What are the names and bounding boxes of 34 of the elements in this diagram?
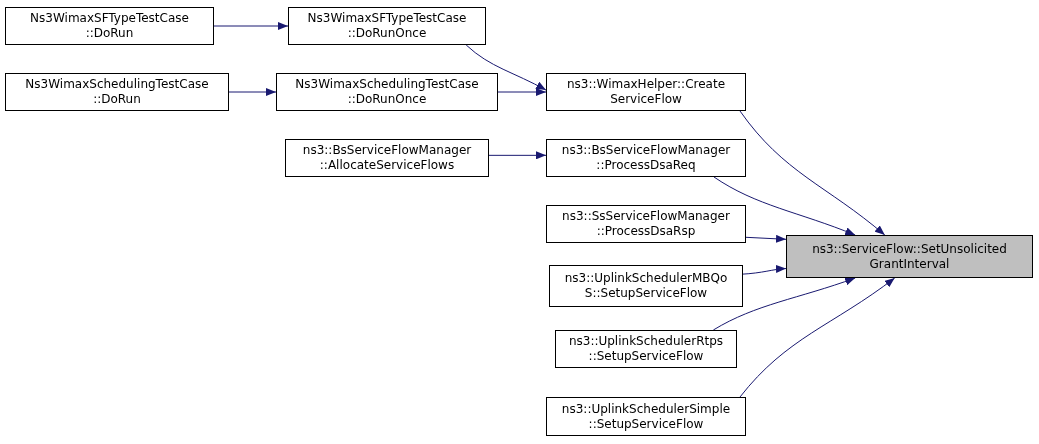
function-name: ns3::UplinkSchedulerRtps ::SetupServiceFlow <box>567 334 725 364</box>
function-box <box>288 7 486 45</box>
function-name: ns3::UplinkSchedulerSimple ::SetupServiceFlow <box>560 401 732 432</box>
arrow <box>488 151 547 160</box>
function-name: ns3::BsServiceFlowManager ::ProcessDsaReq <box>560 143 732 173</box>
function-name: ns3::UplinkSchedulerMBQo S::SetupServiceFlow <box>563 271 729 301</box>
function-box <box>555 330 737 368</box>
function-box <box>546 397 746 436</box>
function-name: Ns3WimaxSFTypeTestCase ::DoRun <box>29 11 190 41</box>
function-box <box>786 235 1033 278</box>
function-box <box>5 73 229 111</box>
function-box <box>546 139 746 177</box>
arrow <box>745 234 787 243</box>
function-name: ns3::BsServiceFlowManager ::AllocateServiceFlows <box>301 143 473 173</box>
function-name: Ns3WimaxSchedulingTestCase ::DoRunOnce <box>294 77 480 107</box>
arrow <box>465 44 547 91</box>
function-box <box>546 73 746 111</box>
function-box <box>276 73 498 111</box>
function-name: Ns3WimaxSchedulingTestCase ::DoRun <box>24 77 210 107</box>
function-name: Ns3WimaxSFTypeTestCase ::DoRunOnce <box>306 11 468 41</box>
function-name: ns3::WimaxHelper::Create ServiceFlow <box>565 77 727 107</box>
arrow <box>228 88 277 96</box>
arrow <box>497 88 547 96</box>
function-box <box>549 265 743 307</box>
function-box <box>5 7 214 45</box>
arrow <box>712 277 856 331</box>
arrow <box>739 277 896 398</box>
function-name: ns3::ServiceFlow::SetUnsolicited GrantInterval <box>811 241 1008 272</box>
function-name: ns3::SsServiceFlowManager ::ProcessDsaRsp <box>561 209 731 239</box>
function-box <box>546 205 746 243</box>
arrow <box>213 22 289 30</box>
arrow <box>713 176 856 236</box>
arrow <box>739 110 886 236</box>
function-box <box>285 139 489 177</box>
